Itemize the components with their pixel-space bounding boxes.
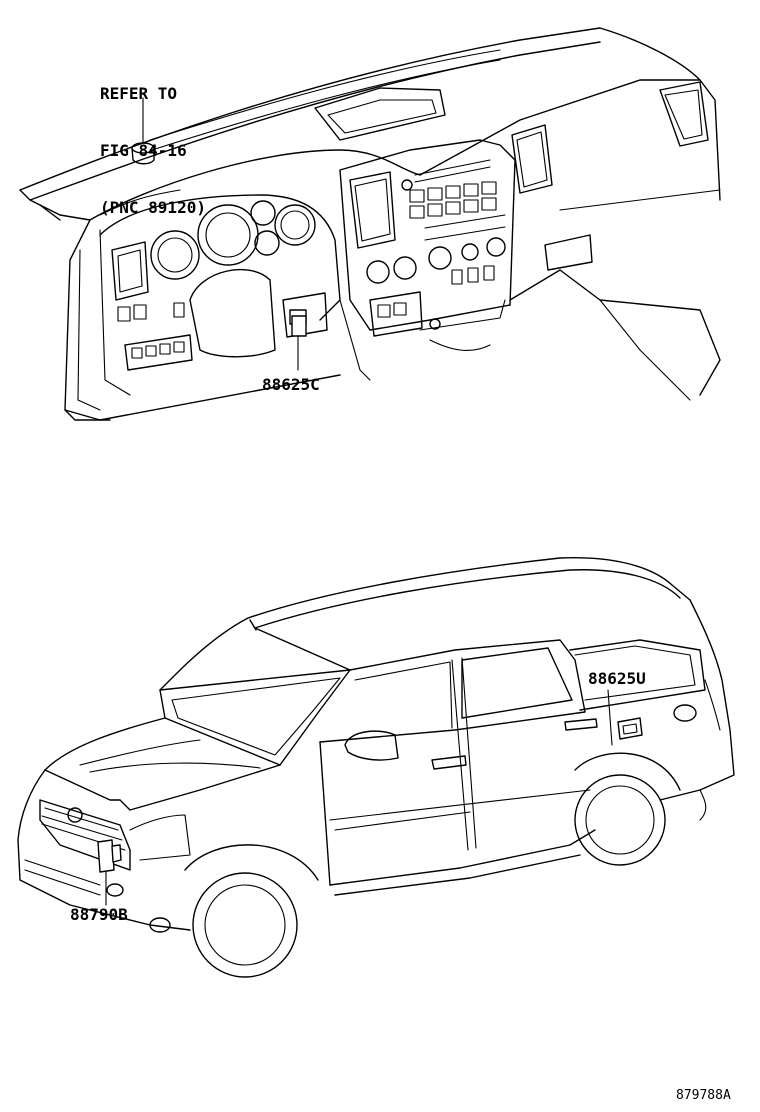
callout-dash-part[interactable]: 88625C [262,375,320,394]
callout-rear-part[interactable]: 88625U [588,669,646,688]
vehicle-illustration [17,557,735,978]
reference-note-line-2: FIG 84-16 [100,141,187,160]
dashboard-illustration [19,27,721,421]
callout-front-part[interactable]: 88790B [70,905,128,924]
reference-note-line-1: REFER TO [100,84,178,103]
reference-note-line-3: (PNC 89120) [100,198,206,217]
reference-note: REFER TO FIG 84-16 (PNC 89120) [100,46,206,236]
illustration-code: 879788A [676,1088,731,1103]
